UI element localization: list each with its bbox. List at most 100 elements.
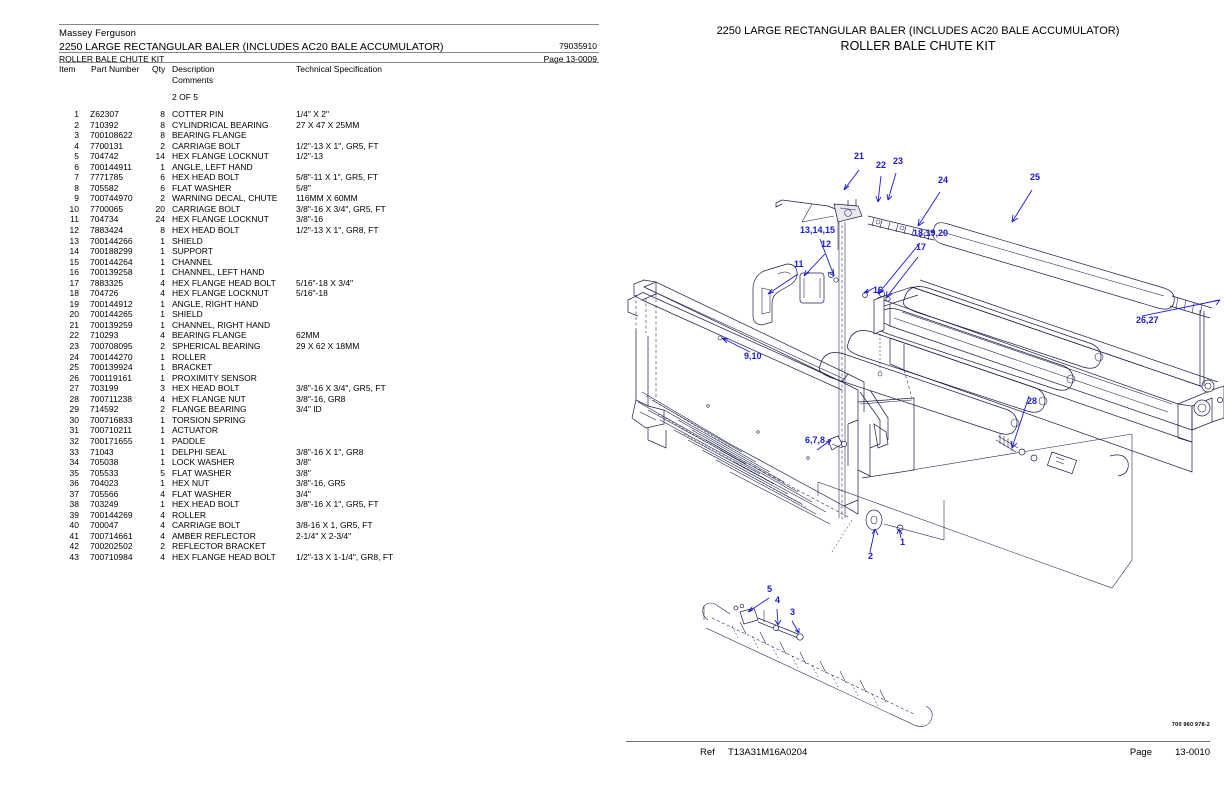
roller-and-cotter-pin-detail bbox=[831, 500, 945, 553]
cell-item: 13 bbox=[69, 235, 79, 246]
cell-part-number: 700144912 bbox=[90, 298, 133, 309]
cell-part-number: 700744970 bbox=[90, 193, 133, 204]
callout-label: 24 bbox=[938, 175, 948, 185]
callout-label: 28 bbox=[1027, 396, 1037, 406]
cell-item: 40 bbox=[69, 520, 79, 531]
cell-description: BEARING FLANGE bbox=[172, 130, 247, 141]
diagram-title-section: ROLLER BALE CHUTE KIT bbox=[840, 39, 996, 53]
cell-description: AMBER REFLECTOR bbox=[172, 530, 256, 541]
cell-item: 8 bbox=[74, 182, 79, 193]
cell-part-number: 705533 bbox=[90, 467, 119, 478]
cell-item: 33 bbox=[69, 446, 79, 457]
cell-part-number: 700139924 bbox=[90, 362, 133, 373]
cell-item: 16 bbox=[69, 267, 79, 278]
column-header-comments: Comments bbox=[172, 75, 214, 85]
cell-item: 24 bbox=[69, 351, 79, 362]
callout-label: 6,7,8 bbox=[805, 435, 825, 445]
cell-technical-specification: 62MM bbox=[296, 330, 320, 341]
page-reference: Page 13-0009 bbox=[543, 54, 597, 64]
cell-description: SHIELD bbox=[172, 235, 203, 246]
cell-description: FLAT WASHER bbox=[172, 488, 232, 499]
cell-description: DELPHI SEAL bbox=[172, 446, 227, 457]
cell-item: 17 bbox=[69, 277, 79, 288]
brand-name: Massey Ferguson bbox=[59, 28, 137, 39]
cell-description: SPHERICAL BEARING bbox=[172, 341, 261, 352]
cell-description: HEX FLANGE LOCKNUT bbox=[172, 151, 269, 162]
cell-qty: 1 bbox=[160, 309, 165, 320]
cell-item: 30 bbox=[69, 414, 79, 425]
cell-part-number: 700202502 bbox=[90, 541, 133, 552]
cell-qty: 2 bbox=[160, 541, 165, 552]
header-rule-bottom bbox=[59, 62, 599, 63]
cell-description: HEX HEAD BOLT bbox=[172, 172, 240, 183]
right-diagram-page: 2250 LARGE RECTANGULAR BALER (INCLUDES A… bbox=[612, 0, 1224, 792]
cell-qty: 4 bbox=[160, 488, 165, 499]
cell-item: 36 bbox=[69, 478, 79, 489]
cell-part-number: 7700065 bbox=[90, 203, 124, 214]
cell-part-number: 700144265 bbox=[90, 309, 133, 320]
cell-item: 6 bbox=[74, 161, 79, 172]
cell-part-number: 710392 bbox=[90, 119, 119, 130]
cell-technical-specification: 5/16"-18 X 3/4" bbox=[296, 277, 354, 288]
cell-qty: 5 bbox=[160, 467, 165, 478]
cell-qty: 1 bbox=[160, 435, 165, 446]
cell-description: HEX NUT bbox=[172, 478, 210, 489]
cell-technical-specification: 3/8" bbox=[296, 467, 311, 478]
cell-part-number: 700171655 bbox=[90, 435, 133, 446]
left-catalog-page: Massey Ferguson 2250 LARGE RECTANGULAR B… bbox=[59, 24, 604, 563]
cell-description: FLAT WASHER bbox=[172, 182, 232, 193]
footer-rule bbox=[626, 741, 1210, 742]
header-rule-mid bbox=[59, 52, 599, 53]
callout-label: 5 bbox=[767, 584, 772, 594]
cell-technical-specification: 3/8"-16, GR8 bbox=[296, 393, 346, 404]
cell-technical-specification: 3/4" bbox=[296, 488, 311, 499]
callout-label: 22 bbox=[876, 160, 886, 170]
cell-description: HEX HEAD BOLT bbox=[172, 225, 240, 236]
cell-part-number: 705566 bbox=[90, 488, 119, 499]
cell-part-number: 700139258 bbox=[90, 267, 133, 278]
cell-qty: 1 bbox=[160, 499, 165, 510]
left-chute-frame bbox=[627, 279, 915, 525]
cell-qty: 1 bbox=[160, 267, 165, 278]
column-header-part-number: Part Number bbox=[91, 64, 140, 74]
cell-description: FLANGE BEARING bbox=[172, 404, 247, 415]
cell-technical-specification: 29 X 62 X 18MM bbox=[296, 341, 360, 352]
chute-edge-detail bbox=[702, 602, 933, 727]
cell-qty: 2 bbox=[160, 193, 165, 204]
cell-item: 43 bbox=[69, 551, 79, 562]
cell-part-number: 700188299 bbox=[90, 246, 133, 257]
cell-qty: 8 bbox=[160, 130, 165, 141]
cell-description: ROLLER bbox=[172, 351, 207, 362]
diagram-title-model: 2250 LARGE RECTANGULAR BALER (INCLUDES A… bbox=[716, 25, 1120, 37]
callout-label: 17 bbox=[916, 242, 926, 252]
model-title: 2250 LARGE RECTANGULAR BALER (INCLUDES A… bbox=[59, 41, 444, 53]
ref-label: Ref bbox=[700, 747, 715, 758]
callout-label: 11 bbox=[794, 259, 804, 269]
cell-qty: 1 bbox=[160, 425, 165, 436]
upper-roller-and-bracket bbox=[775, 199, 1213, 386]
callout-label: 16 bbox=[873, 285, 883, 295]
cell-part-number: 700119161 bbox=[90, 372, 132, 383]
cell-qty: 1 bbox=[160, 235, 165, 246]
cell-part-number: 700139259 bbox=[90, 319, 133, 330]
cell-description: TORSION SPRING bbox=[172, 414, 246, 425]
cell-item: 41 bbox=[69, 530, 79, 541]
cell-description: HEX FLANGE HEAD BOLT bbox=[172, 277, 276, 288]
shield-and-channel-parts bbox=[752, 263, 891, 377]
